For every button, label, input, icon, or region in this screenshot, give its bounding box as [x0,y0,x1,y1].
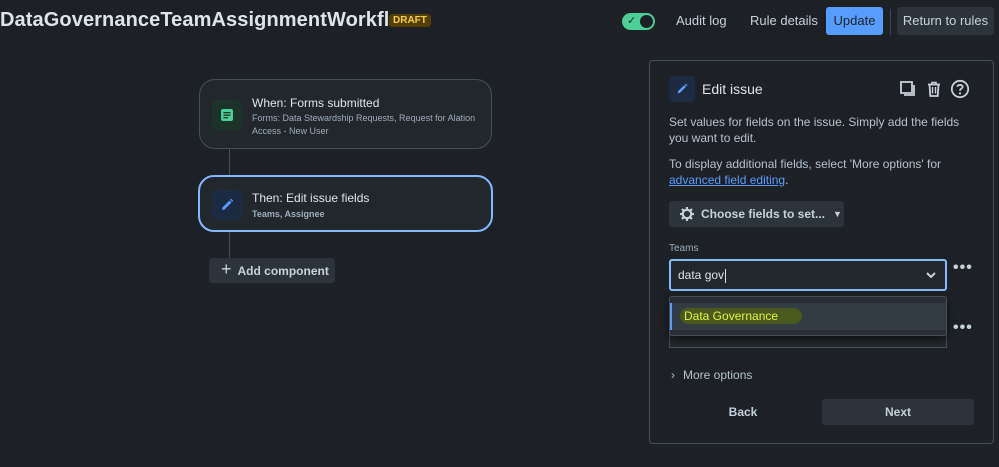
trigger-node[interactable]: When: Forms submitted Forms: Data Stewar… [199,79,492,149]
edit-issue-panel: Edit issue Set values for fields on the … [649,60,994,444]
panel-description: Set values for fields on the issue. Simp… [669,115,960,145]
form-icon [212,100,242,130]
plus-icon: + [221,259,232,279]
pencil-icon [212,190,242,220]
help-icon[interactable] [949,78,971,100]
toggle-knob [640,15,653,28]
action-title: Then: Edit issue fields [252,191,370,205]
panel-title: Edit issue [702,81,763,97]
teams-more-actions-icon[interactable]: ••• [953,259,973,276]
return-to-rules-button[interactable]: Return to rules [897,7,994,35]
dropdown-option-data-governance[interactable]: Data Governance [670,303,946,330]
audit-log-button[interactable]: Audit log [676,13,727,28]
teams-label: Teams [669,243,699,254]
choose-fields-label: Choose fields to set... [701,207,826,221]
add-component-button[interactable]: + Add component [209,258,335,283]
pencil-icon [669,76,695,102]
add-component-label: Add component [237,263,329,278]
gear-icon [680,207,694,221]
rule-enabled-toggle[interactable]: ✓ [622,13,655,30]
next-button[interactable]: Next [822,399,974,425]
status-badge: DRAFT [389,14,431,27]
trigger-subtitle: Forms: Data Stewardship Requests, Reques… [252,113,476,136]
more-info-prefix: To display additional fields, select 'Mo… [669,157,942,171]
dropdown-option-label: Data Governance [684,309,779,323]
advanced-field-editing-link[interactable]: advanced field editing [669,173,786,187]
text-highlight [680,308,802,324]
choose-fields-button[interactable]: Choose fields to set... ▼ [669,201,844,227]
check-icon: ✓ [627,15,637,27]
teams-dropdown: Data Governance [669,296,947,336]
more-info-suffix: . [785,173,789,187]
update-button[interactable]: Update [826,7,883,35]
header-divider [890,9,891,35]
duplicate-icon[interactable] [897,78,919,100]
connector-line [229,232,230,258]
rule-details-button[interactable]: Rule details [750,13,818,28]
trash-icon[interactable] [923,78,945,100]
trigger-title: When: Forms submitted [252,96,380,110]
more-options-label: More options [683,368,753,382]
chevron-down-icon: ▼ [833,209,842,219]
page-title: DataGovernanceTeamAssignmentWorkflow [0,9,418,31]
chevron-right-icon: › [671,368,675,382]
assignee-more-actions-icon[interactable]: ••• [953,319,973,336]
teams-input[interactable]: data gov [669,259,947,291]
text-cursor [725,268,727,283]
back-button[interactable]: Back [728,405,758,419]
connector-line [229,149,230,175]
chevron-down-icon[interactable] [925,262,937,300]
action-subtitle: Teams, Assignee [252,209,325,219]
teams-input-value: data gov [678,268,725,282]
more-info-text: To display additional fields, select 'Mo… [669,156,979,188]
more-options-toggle[interactable]: › More options [671,368,752,382]
action-node[interactable]: Then: Edit issue fields Teams, Assignee [198,175,493,232]
